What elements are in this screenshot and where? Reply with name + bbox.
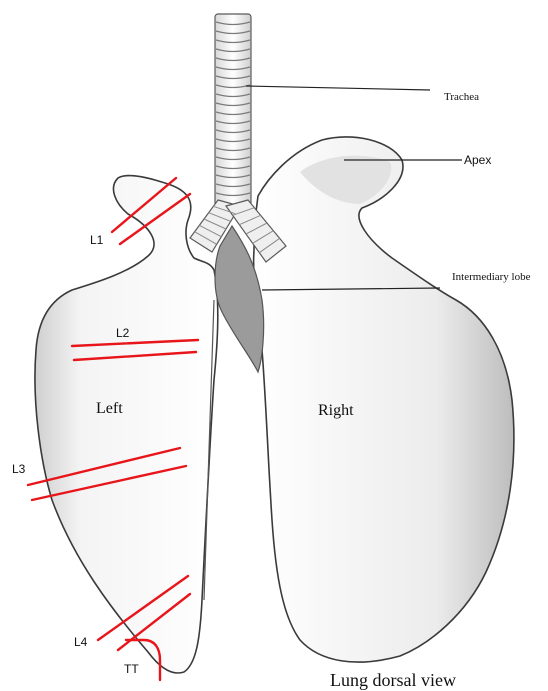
label-l1: L1 [90,234,103,246]
label-trachea: Trachea [444,92,479,103]
leader-trachea [246,86,430,90]
label-l3: L3 [12,463,25,475]
label-left: Left [96,401,123,417]
label-l4: L4 [74,636,87,648]
label-intermediary-lobe: Intermediary lobe [452,272,531,283]
label-l2: L2 [116,327,129,339]
left-lung [35,176,218,674]
right-lung [254,137,514,662]
label-tt: TT [124,663,139,675]
caption: Lung dorsal view [330,671,456,689]
label-apex: Apex [464,154,491,166]
label-right: Right [318,403,354,419]
